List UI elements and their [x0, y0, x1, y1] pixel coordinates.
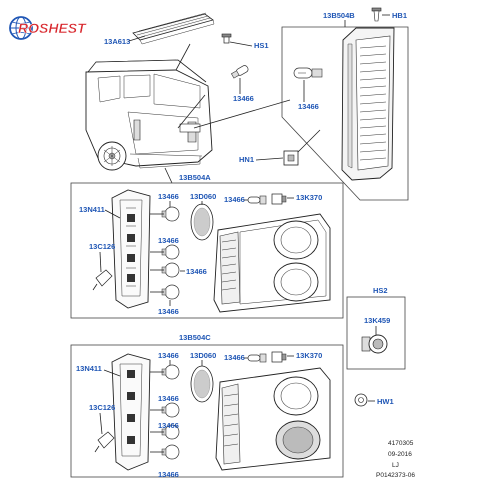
wedge-bulb-icon-top — [230, 65, 249, 79]
rear-side-lamp — [341, 27, 395, 181]
bulb-icon-a2 — [161, 244, 180, 260]
bulb-icon-a1 — [161, 206, 180, 222]
label-13466-c-lamp: 13466 — [224, 353, 245, 362]
clip-icon-hn1 — [283, 150, 299, 166]
label-13k370-c: 13K370 — [296, 351, 322, 360]
high-stop-lamp — [132, 12, 215, 45]
label-13d060-a: 13D060 — [190, 192, 216, 201]
label-13466-c2: 13466 — [158, 394, 179, 403]
label-13n411-c: 13N411 — [76, 364, 102, 373]
lens-gasket-a — [190, 203, 214, 241]
bulb-icon-c1 — [161, 364, 180, 380]
bulb-icon-c4 — [161, 444, 180, 460]
reference-initials: LJ — [392, 462, 399, 469]
tail-lamp-c — [215, 367, 331, 471]
connector-icon-a — [92, 269, 113, 291]
label-hb1: HB1 — [392, 11, 407, 20]
detail-frame-13b504c — [70, 344, 344, 478]
reference-drawing: P0142373-06 — [376, 472, 415, 479]
label-13c126-c: 13C126 — [89, 403, 115, 412]
label-13466-c1: 13466 — [158, 351, 179, 360]
label-hw1: HW1 — [377, 397, 394, 406]
label-13d060-c: 13D060 — [190, 351, 216, 360]
detail-frame-13b504a — [70, 182, 344, 319]
label-13c126-a: 13C126 — [89, 242, 115, 251]
detail-frame-13b504b — [281, 26, 409, 201]
label-13466-a1: 13466 — [158, 192, 179, 201]
socket-icon-a — [247, 193, 287, 205]
label-13466-box: 13466 — [298, 102, 319, 111]
label-13k370-a: 13K370 — [296, 193, 322, 202]
label-13466-a4: 13466 — [158, 307, 179, 316]
label-13b504b: 13B504B — [323, 11, 355, 20]
label-13466-c3: 13466 — [158, 421, 179, 430]
bulb-holder-c — [111, 353, 151, 471]
washer-icon-hw1 — [354, 393, 368, 407]
label-13466-a-lamp: 13466 — [224, 195, 245, 204]
label-13466-c4: 13466 — [158, 470, 179, 479]
brand-logo: ROSHEST — [9, 16, 87, 40]
label-hs2: HS2 — [373, 286, 388, 295]
screw-icon-hb1 — [371, 7, 382, 22]
socket-icon-c — [247, 351, 287, 363]
vehicle-illustration — [85, 59, 213, 171]
label-hs1: HS1 — [254, 41, 269, 50]
label-13466-a2: 13466 — [158, 236, 179, 245]
wedge-bulb-icon-box — [293, 67, 323, 79]
connector-icon-c — [94, 431, 115, 453]
label-13b504c: 13B504C — [179, 333, 211, 342]
bushing-icon-hs2 — [361, 334, 388, 354]
label-13466-top: 13466 — [233, 94, 254, 103]
label-13a613: 13A613 — [104, 37, 130, 46]
reference-number: 4170305 — [388, 440, 414, 447]
bulb-holder-a — [111, 189, 151, 309]
logo-text: ROSHEST — [18, 20, 87, 36]
label-hn1: HN1 — [239, 155, 254, 164]
detail-frame-hs2 — [346, 296, 406, 370]
label-13466-a3: 13466 — [186, 267, 207, 276]
label-13n411-a: 13N411 — [79, 205, 105, 214]
screw-icon-hs1 — [221, 33, 232, 44]
label-13k459: 13K459 — [364, 316, 390, 325]
lens-gasket-c — [190, 365, 214, 403]
tail-lamp-a — [213, 213, 331, 313]
label-13b504a: 13B504A — [179, 173, 211, 182]
bulb-icon-a3 — [161, 262, 180, 278]
globe-icon — [9, 16, 33, 40]
bulb-icon-a4 — [161, 284, 180, 300]
bulb-icon-c2 — [161, 402, 180, 418]
reference-date: 09-2016 — [388, 451, 412, 458]
